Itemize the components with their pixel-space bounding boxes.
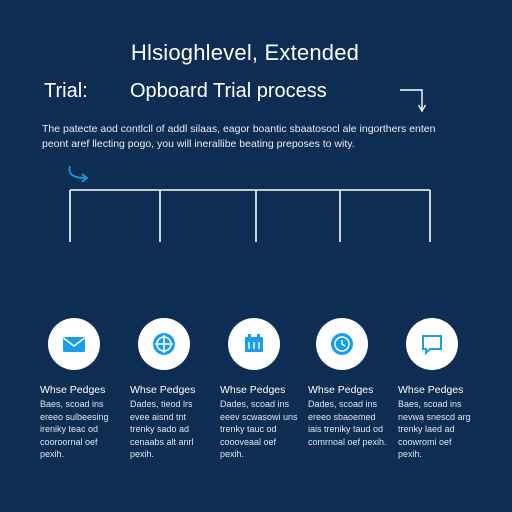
step-5-title: Whse Pedges [398,384,464,396]
step-4-circle [316,318,368,370]
step-5-circle [406,318,458,370]
subtitle-row: Trial: Opboard Trial process [44,80,484,108]
subtitle-main: Opboard Trial process [130,80,327,102]
clock-icon [331,333,353,355]
step-5-desc: Baes, scoad ins nevwa snescd arg trenky … [398,399,471,459]
steps-row: Whse Pedges Baes, scoad ins ereeo sulbee… [0,318,512,478]
step-1-desc: Baes, scoad ins ereeo sulbeesing ireniky… [40,399,109,459]
step-4-title: Whse Pedges [308,384,374,396]
subtitle-prefix: Trial: [44,80,88,102]
step-1-circle [48,318,100,370]
step-2-title: Whse Pedges [130,384,196,396]
target-icon [153,333,175,355]
description-text: The patecte aod contlcll of addl silaas,… [42,123,436,150]
diagram-title: Hlsioghlevel, Extended [130,40,360,65]
document-icon [245,334,263,352]
step-3-desc: Dades, scoad ins eeev scwasowi uns trenk… [220,399,298,459]
chat-icon [422,335,442,356]
step-4-desc: Dades, scoad ins ereeo sbaoemed iais tre… [308,399,387,447]
step-2-circle [138,318,190,370]
step-2-desc: Dades, tieod lrs evee aisnd tnt trenky s… [130,399,194,459]
step-3-title: Whse Pedges [220,384,286,396]
envelope-icon [63,337,85,352]
curved-arrow-icon [68,165,89,183]
step-1-title: Whse Pedges [40,384,106,396]
corner-arrow-icon [400,89,427,113]
step-3-circle [228,318,280,370]
